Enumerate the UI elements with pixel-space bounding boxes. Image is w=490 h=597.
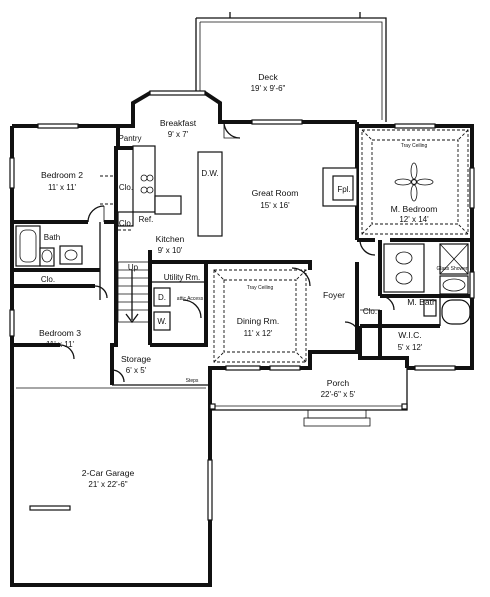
label-dryer: D. <box>158 293 166 302</box>
room-name-kitchen: Kitchen <box>156 234 185 244</box>
room-size-garage: 21' x 22'-6" <box>88 480 127 489</box>
room-name-porch: Porch <box>327 378 350 388</box>
room-name-great-room: Great Room <box>252 188 299 198</box>
doors <box>59 121 395 383</box>
room-size-bedroom2: 11' x 11' <box>48 183 77 192</box>
room-size-storage: 6' x 5' <box>126 366 147 375</box>
deck <box>195 12 387 122</box>
label-utility: Utility Rm. <box>164 273 200 282</box>
garage <box>10 387 206 441</box>
room-name-storage: Storage <box>121 354 151 364</box>
room-name-garage: 2-Car Garage <box>82 468 135 478</box>
kitchen-cabinets <box>117 145 223 237</box>
bath-fixtures <box>15 225 471 325</box>
windows <box>9 90 475 521</box>
label-pantry: Pantry <box>118 134 141 143</box>
label-clo-hall: Clo. <box>119 219 133 228</box>
room-name-bedroom3: Bedroom 3 <box>39 328 81 338</box>
label-fireplace: Fpl. <box>337 185 350 194</box>
room-size-porch: 22'-6" x 5' <box>321 390 356 399</box>
label-bath: Bath <box>44 233 60 242</box>
interior-walls <box>12 122 472 385</box>
ceiling-fan-icon <box>394 162 434 202</box>
room-name-dining: Dining Rm. <box>237 316 280 326</box>
label-clo-bedroom2: Clo. <box>119 183 133 192</box>
room-name-bedroom2: Bedroom 2 <box>41 170 83 180</box>
label-clo-master: Clo. <box>363 307 377 316</box>
room-size-dining: 11' x 12' <box>244 329 273 338</box>
room-name-breakfast: Breakfast <box>160 118 197 128</box>
label-up: Up <box>128 263 139 272</box>
room-size-kitchen: 9' x 10' <box>158 246 183 255</box>
room-size-wic: 5' x 12' <box>398 343 423 352</box>
laundry <box>153 287 171 331</box>
room-name-deck: Deck <box>258 72 278 82</box>
label-steps: Steps <box>186 378 199 384</box>
label-m-bath: M. Bath <box>407 297 437 307</box>
label-washer: W. <box>157 317 166 326</box>
fixture-labels: Pantry Clo. Clo. D.W. Ref. Bath Clo. Up … <box>41 134 468 384</box>
room-size-great-room: 15' x 16' <box>260 201 290 210</box>
label-tray-ceiling-master: Tray Ceiling <box>401 143 428 149</box>
room-size-bedroom3: 11' x 11' <box>46 340 75 349</box>
room-size-deck: 19' x 9'-6" <box>251 84 286 93</box>
porch <box>209 368 408 427</box>
stairs <box>117 261 151 324</box>
room-size-breakfast: 9' x 7' <box>168 130 189 139</box>
room-labels: Deck 19' x 9'-6" Breakfast 9' x 7' Bedro… <box>39 72 437 489</box>
label-dw: D.W. <box>201 169 218 178</box>
label-tray-ceiling-dining: Tray Ceiling <box>247 285 274 291</box>
label-attic-access: attic Access <box>177 296 204 302</box>
room-size-m-bedroom: 12' x 14' <box>399 215 429 224</box>
room-name-wic: W.I.C. <box>398 330 421 340</box>
label-foyer: Foyer <box>323 290 345 300</box>
label-glass-shower: Glass Shower <box>436 266 467 272</box>
label-ref: Ref. <box>139 215 154 224</box>
room-name-m-bedroom: M. Bedroom <box>391 204 438 214</box>
label-clo-bedroom3: Clo. <box>41 275 55 284</box>
tray-ceilings <box>213 129 469 363</box>
